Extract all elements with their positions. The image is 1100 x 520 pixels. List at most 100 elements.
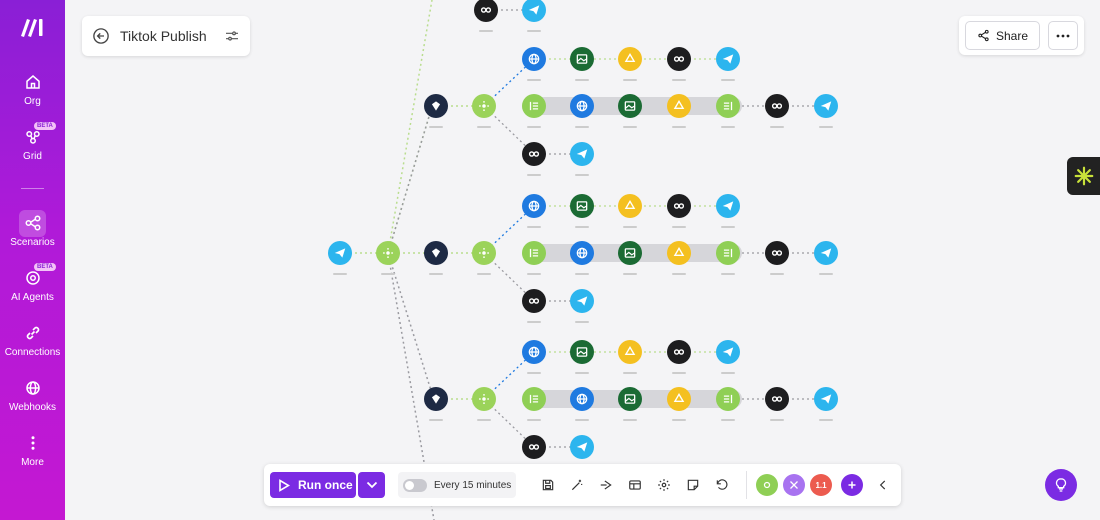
module-make[interactable] [522, 435, 546, 469]
flow-control-button[interactable] [783, 474, 805, 496]
send-icon [333, 246, 347, 260]
module-send[interactable] [814, 241, 838, 275]
module-gem[interactable] [424, 94, 448, 128]
module-send[interactable] [570, 289, 594, 323]
module-caption [575, 372, 589, 374]
explain-flow-button[interactable] [598, 477, 614, 493]
router-icon [381, 246, 395, 260]
collapse-toolbar-button[interactable] [875, 477, 891, 493]
iterator-icon [527, 392, 541, 406]
module-send[interactable] [716, 340, 740, 374]
module-agg[interactable] [716, 387, 740, 421]
scenario-title-card: Tiktok Publish [82, 16, 250, 56]
run-once-button[interactable]: Run once [270, 472, 356, 498]
share-icon [978, 29, 989, 42]
sidebar-item-connections[interactable]: Connections [0, 324, 65, 358]
module-send[interactable] [814, 94, 838, 128]
module-drive[interactable] [618, 340, 642, 374]
run-options-dropdown[interactable] [358, 472, 385, 498]
module-make[interactable] [667, 194, 691, 228]
auto-align-button[interactable] [569, 477, 585, 493]
module-drive[interactable] [667, 94, 691, 128]
link-icon [770, 246, 784, 260]
flow-control-icon [790, 481, 798, 489]
help-button[interactable] [1045, 469, 1077, 501]
module-send[interactable] [570, 142, 594, 176]
module-drive[interactable] [667, 387, 691, 421]
save-button[interactable] [540, 477, 556, 493]
module-gem[interactable] [424, 241, 448, 275]
module-agg[interactable] [716, 94, 740, 128]
module-http[interactable] [570, 387, 594, 421]
module-http[interactable] [522, 47, 546, 81]
scenario-canvas[interactable] [65, 0, 1100, 520]
sidebar-item-grid[interactable]: BETA Grid [0, 122, 65, 162]
schedule-toggle[interactable] [403, 478, 427, 492]
sidebar-item-org[interactable]: Org [0, 73, 65, 107]
module-caption [721, 126, 735, 128]
module-http[interactable] [570, 94, 594, 128]
notes-button[interactable] [685, 477, 701, 493]
more-options-button[interactable] [1048, 21, 1078, 50]
scenario-title[interactable]: Tiktok Publish [120, 28, 207, 44]
module-send[interactable] [570, 435, 594, 469]
scenario-settings-button[interactable] [656, 477, 672, 493]
module-make[interactable] [667, 47, 691, 81]
module-http[interactable] [570, 241, 594, 275]
back-arrow-icon[interactable] [92, 27, 110, 45]
router-icon [477, 246, 491, 260]
module-send[interactable] [328, 241, 352, 275]
scenario-io-button[interactable] [627, 477, 643, 493]
module-drive[interactable] [667, 241, 691, 275]
module-image[interactable] [618, 241, 642, 275]
module-send[interactable] [716, 47, 740, 81]
sidebar-item-more[interactable]: More [0, 434, 65, 468]
module-http[interactable] [522, 340, 546, 374]
module-router[interactable] [472, 241, 496, 275]
module-caption [479, 30, 493, 32]
sidebar-item-ai-agents[interactable]: BETA AI Agents [0, 263, 65, 303]
module-send[interactable] [716, 194, 740, 228]
module-iter[interactable] [522, 94, 546, 128]
module-drive[interactable] [618, 194, 642, 228]
module-drive[interactable] [618, 47, 642, 81]
module-make[interactable] [765, 94, 789, 128]
tools-button[interactable] [756, 474, 778, 496]
module-image[interactable] [570, 47, 594, 81]
sidebar-divider [21, 188, 44, 189]
extension-tab[interactable] [1067, 157, 1100, 195]
module-gem[interactable] [424, 387, 448, 421]
module-image[interactable] [570, 194, 594, 228]
module-caption [819, 419, 833, 421]
module-send[interactable] [814, 387, 838, 421]
globe-icon [527, 345, 541, 359]
make-logo-icon[interactable] [18, 14, 48, 40]
module-router[interactable] [472, 94, 496, 128]
version-button[interactable]: 1.1 [810, 474, 832, 496]
module-make[interactable] [765, 387, 789, 421]
module-make[interactable] [474, 0, 498, 32]
history-button[interactable] [714, 477, 730, 493]
module-image[interactable] [570, 340, 594, 374]
sidebar-item-webhooks[interactable]: Webhooks [0, 379, 65, 413]
module-agg[interactable] [716, 241, 740, 275]
module-make[interactable] [522, 142, 546, 176]
version-badge: 1.1 [815, 480, 827, 490]
add-module-button[interactable] [841, 474, 863, 496]
share-button[interactable]: Share [964, 21, 1040, 50]
module-iter[interactable] [522, 387, 546, 421]
module-caption [333, 273, 347, 275]
module-image[interactable] [618, 94, 642, 128]
module-iter[interactable] [522, 241, 546, 275]
settings-sliders-icon[interactable] [224, 28, 240, 44]
module-make[interactable] [667, 340, 691, 374]
module-make[interactable] [522, 289, 546, 323]
module-make[interactable] [765, 241, 789, 275]
module-http[interactable] [522, 194, 546, 228]
module-send[interactable] [522, 0, 546, 32]
module-image[interactable] [618, 387, 642, 421]
schedule-control[interactable]: Every 15 minutes [398, 472, 516, 498]
sidebar-item-scenarios[interactable]: Scenarios [0, 214, 65, 248]
module-router[interactable] [376, 241, 400, 275]
module-router[interactable] [472, 387, 496, 421]
